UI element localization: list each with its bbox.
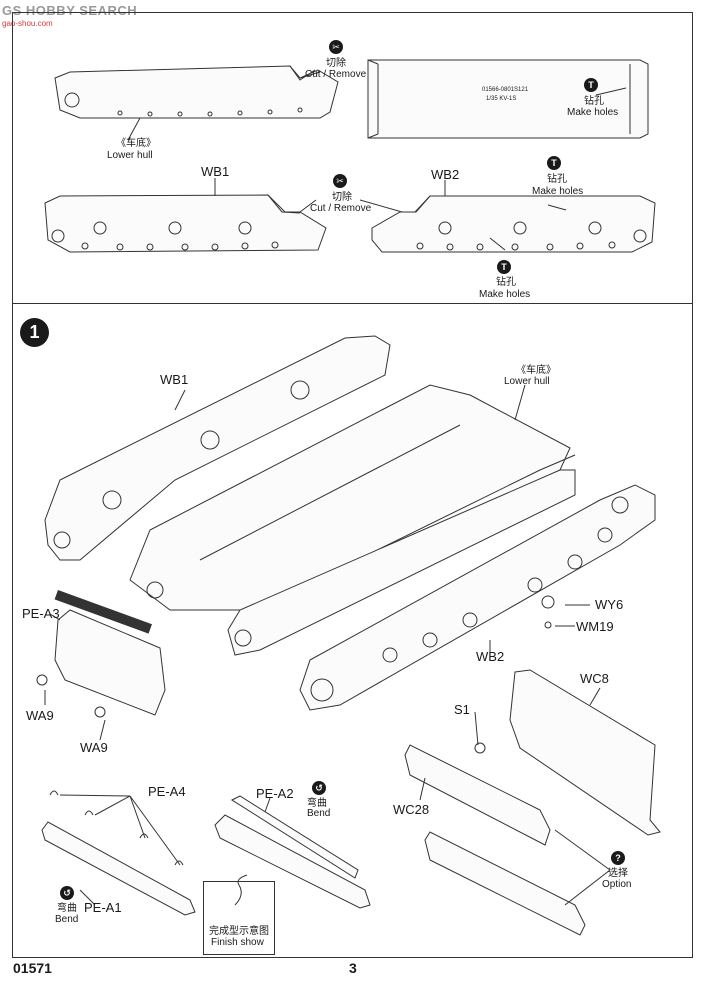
make-holes-cn-1: 钻孔 — [584, 96, 604, 107]
cut-remove-cn-2: 切除 — [332, 192, 352, 203]
part-label-wc8: WC8 — [580, 671, 609, 686]
finish-show-cn: 完成型示意图 — [209, 926, 269, 937]
bend-icon: ↺ — [60, 886, 74, 900]
cut-remove-en-1: Cut / Remove — [305, 69, 367, 80]
part-label-wa9-b: WA9 — [80, 740, 108, 755]
bend-icon: ↺ — [312, 781, 326, 795]
option-cn: 选择 — [608, 868, 628, 879]
part-label-wb1-top: WB1 — [201, 164, 230, 179]
lower-hull-cn: 《车底》 — [516, 365, 556, 376]
part-label-pe-a1: PE-A1 — [84, 900, 122, 915]
part-label-pe-a4: PE-A4 — [148, 784, 186, 799]
lower-hull-cn-top: 《车底》 — [116, 138, 156, 149]
option-en: Option — [602, 879, 632, 890]
part-label-wb2: WB2 — [476, 649, 505, 664]
part-label-wb2-top: WB2 — [431, 167, 460, 182]
page-number: 3 — [349, 960, 357, 976]
drill-icon: T — [497, 260, 511, 274]
drill-icon: T — [584, 78, 598, 92]
step-number-badge: 1 — [20, 318, 49, 347]
sprue-code-2: 1/35 KV-1S — [486, 96, 517, 102]
cut-icon: ✂ — [329, 40, 343, 54]
watermark-url: gao-shou.com — [2, 19, 53, 28]
part-label-s1: S1 — [454, 702, 470, 717]
sprue-code-1: 01566-0801S121 — [482, 87, 529, 93]
watermark-logo: GS HOBBY SEARCH — [2, 3, 138, 18]
bend-cn-1: 弯曲 — [307, 798, 327, 809]
make-holes-en-2: Make holes — [532, 186, 584, 197]
bend-en-2: Bend — [55, 914, 79, 925]
bend-en-1: Bend — [307, 808, 331, 819]
question-icon: ? — [611, 851, 625, 865]
part-label-wm19: WM19 — [576, 619, 614, 634]
part-label-pe-a3: PE-A3 — [22, 606, 60, 621]
finish-show-box — [203, 881, 275, 955]
cut-remove-cn-1: 切除 — [326, 58, 346, 69]
make-holes-cn-2: 钻孔 — [547, 174, 567, 185]
part-label-pe-a2: PE-A2 — [256, 786, 294, 801]
bend-cn-2: 弯曲 — [57, 903, 77, 914]
cut-remove-en-2: Cut / Remove — [310, 203, 372, 214]
cut-icon: ✂ — [333, 174, 347, 188]
drill-icon: T — [547, 156, 561, 170]
part-label-wc28: WC28 — [393, 802, 430, 817]
lower-hull-en-top: Lower hull — [107, 150, 153, 161]
step-panel-frame — [12, 303, 693, 958]
make-holes-cn-3: 钻孔 — [496, 277, 516, 288]
finish-show-en: Finish show — [211, 937, 264, 948]
part-label-wb1: WB1 — [160, 372, 189, 387]
make-holes-en-3: Make holes — [479, 289, 531, 300]
part-label-wy6: WY6 — [595, 597, 624, 612]
part-label-wa9-a: WA9 — [26, 708, 54, 723]
kit-number: 01571 — [13, 960, 52, 976]
make-holes-en-1: Make holes — [567, 107, 619, 118]
lower-hull-en: Lower hull — [504, 376, 550, 387]
